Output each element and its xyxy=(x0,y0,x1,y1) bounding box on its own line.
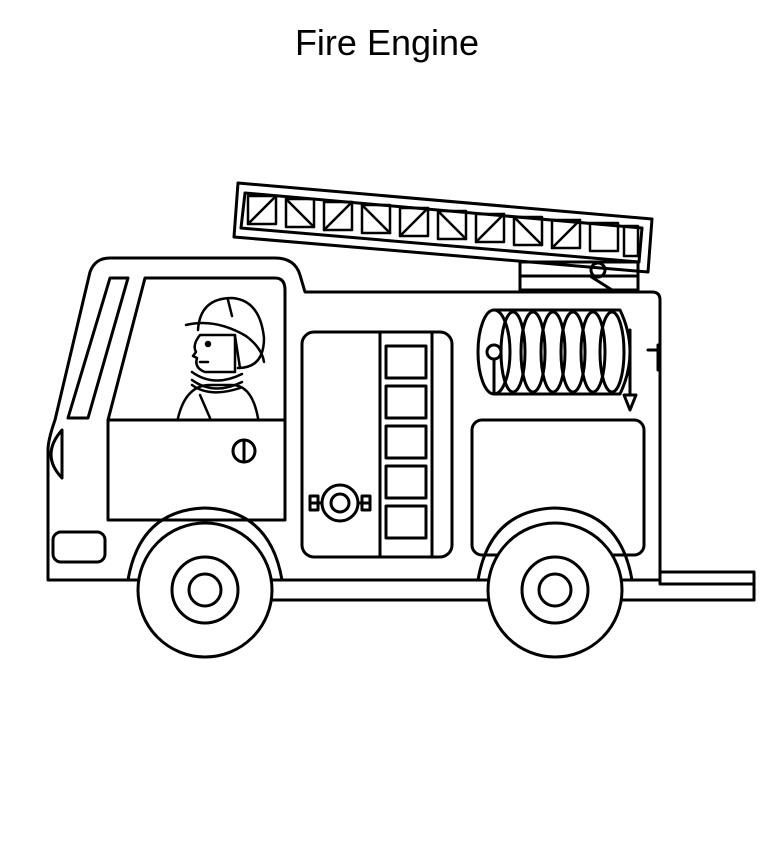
page-title: Fire Engine xyxy=(294,22,480,63)
truck-body xyxy=(48,258,754,600)
firefighter xyxy=(178,298,264,418)
ladder-top xyxy=(234,183,652,272)
hose-reel xyxy=(478,310,658,410)
valve xyxy=(310,485,370,521)
ladder-mount xyxy=(520,262,638,290)
side-ladder xyxy=(380,332,432,557)
rear-wheel xyxy=(478,508,632,657)
ladder-rungs xyxy=(248,196,638,256)
front-wheel xyxy=(128,508,282,657)
